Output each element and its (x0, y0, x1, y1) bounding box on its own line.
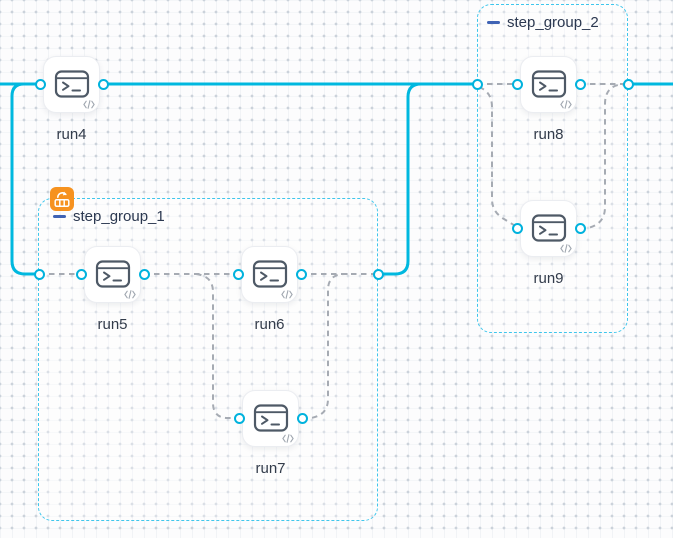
port-run4-out[interactable] (97, 78, 109, 90)
task-label-run5: run5 (97, 315, 128, 333)
edge-stepgroup1-stepgroup2 (376, 82, 479, 276)
port-stepgroup1-in[interactable] (33, 268, 45, 280)
edge-run5-run7 (195, 273, 239, 419)
task-node-run6[interactable] (241, 245, 298, 303)
port-run5-out[interactable] (138, 268, 150, 280)
group-label-step_group_1: step_group_1 (73, 208, 165, 225)
collapse-minus-icon[interactable] (487, 20, 500, 25)
code-icon (124, 289, 136, 299)
task-label-run4: run4 (56, 125, 87, 143)
port-run8-out[interactable] (574, 78, 586, 90)
terminal-icon (531, 214, 566, 242)
task-node-run7[interactable] (242, 389, 299, 447)
task-node-run5[interactable] (84, 245, 141, 303)
code-icon (281, 289, 293, 299)
port-stepgroup2-out[interactable] (622, 78, 634, 90)
port-run5-in[interactable] (75, 268, 87, 280)
edge-run9-group2out (580, 83, 629, 229)
port-stepgroup1-out[interactable] (372, 268, 384, 280)
task-node-run8[interactable] (520, 55, 577, 113)
terminal-icon (252, 260, 287, 288)
task-label-run9: run9 (533, 269, 564, 287)
group-label-step_group_2: step_group_2 (507, 14, 599, 31)
port-run8-in[interactable] (511, 78, 523, 90)
port-run4-in[interactable] (34, 78, 46, 90)
group-caption-step_group_2: step_group_2 (487, 14, 599, 31)
edge-group2in-run9 (478, 86, 518, 228)
foreach-loop-icon (50, 187, 74, 211)
task-node-run4[interactable] (43, 55, 100, 113)
task-label-run8: run8 (533, 125, 564, 143)
code-icon (560, 243, 572, 253)
port-run9-in[interactable] (511, 222, 523, 234)
task-label-run7: run7 (255, 459, 286, 477)
task-label-run6: run6 (254, 315, 285, 333)
code-icon (560, 99, 572, 109)
edge-run7-group1out (302, 273, 352, 419)
terminal-icon (54, 70, 89, 98)
code-icon (83, 99, 95, 109)
group-caption-step_group_1: step_group_1 (53, 208, 165, 225)
collapse-minus-icon[interactable] (53, 214, 66, 219)
port-run7-out[interactable] (296, 412, 308, 424)
port-run6-out[interactable] (295, 268, 307, 280)
edge-upstream-stepgroup1 (10, 82, 41, 276)
task-node-run9[interactable] (520, 199, 577, 257)
port-run9-out[interactable] (574, 222, 586, 234)
port-run7-in[interactable] (233, 412, 245, 424)
port-stepgroup2-in[interactable] (471, 78, 483, 90)
terminal-icon (531, 70, 566, 98)
port-run6-in[interactable] (232, 268, 244, 280)
code-icon (282, 433, 294, 443)
terminal-icon (95, 260, 130, 288)
terminal-icon (253, 404, 288, 432)
